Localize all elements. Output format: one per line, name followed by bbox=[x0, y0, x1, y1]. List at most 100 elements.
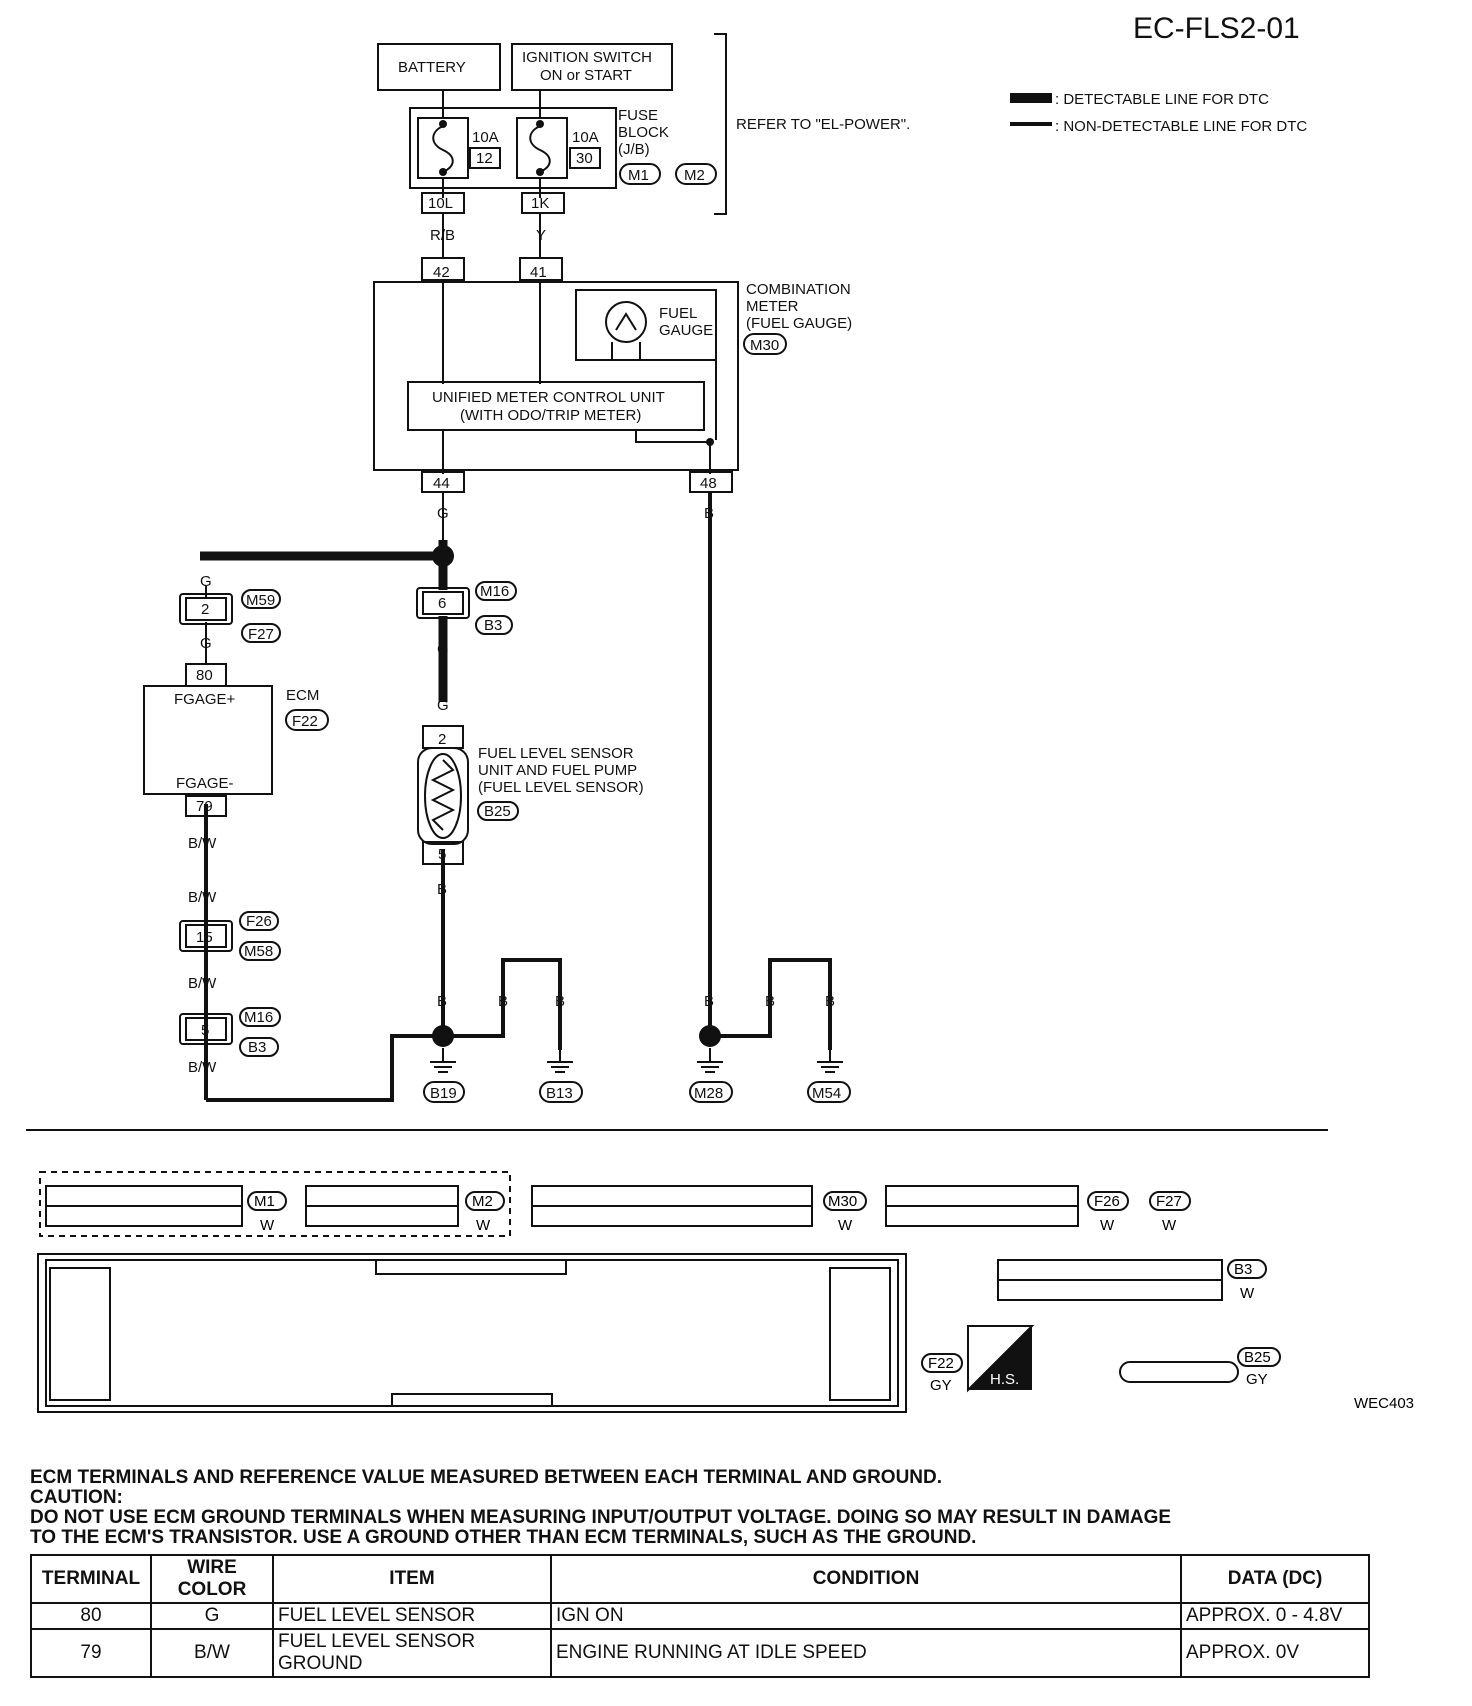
fuse1-amp: 10A bbox=[472, 129, 499, 146]
fuse1-num: 12 bbox=[476, 150, 493, 167]
term-10l: 10L bbox=[428, 195, 453, 212]
conn-f26: F26 bbox=[246, 913, 272, 930]
ground-m28: M28 bbox=[694, 1085, 723, 1102]
note-line-4: TO THE ECM'S TRANSISTOR. USE A GROUND OT… bbox=[30, 1527, 977, 1548]
cell-data: APPROX. 0 - 4.8V bbox=[1180, 1602, 1370, 1630]
pin-5-a: 5 bbox=[201, 1022, 209, 1039]
conn-b3-a: B3 bbox=[248, 1039, 266, 1056]
wire-b-7: B bbox=[765, 993, 775, 1010]
note-line-2: CAUTION: bbox=[30, 1487, 123, 1508]
conn-m16-a: M16 bbox=[244, 1009, 273, 1026]
wire-b-2: B bbox=[437, 881, 447, 898]
pin-6: 6 bbox=[438, 595, 446, 612]
conn-view-m1-color: W bbox=[260, 1217, 275, 1234]
fuse-block-label-2: BLOCK bbox=[618, 124, 669, 141]
conn-view-f26-color: W bbox=[1100, 1217, 1115, 1234]
conn-view-f26: F26 bbox=[1094, 1193, 1120, 1210]
header-data: DATA (DC) bbox=[1180, 1554, 1370, 1604]
fuse2-num: 30 bbox=[576, 150, 593, 167]
legend-non-detectable: : NON-DETECTABLE LINE FOR DTC bbox=[1055, 118, 1307, 135]
pin-2-a: 2 bbox=[201, 601, 209, 618]
conn-view-m30: M30 bbox=[828, 1193, 857, 1210]
wire-y: Y bbox=[536, 227, 546, 244]
conn-view-m2: M2 bbox=[472, 1193, 493, 1210]
fuse-conn-m1: M1 bbox=[628, 167, 649, 184]
conn-view-f22-color: GY bbox=[930, 1377, 952, 1394]
header-terminal: TERMINAL bbox=[30, 1554, 152, 1604]
pin-80: 80 bbox=[196, 667, 213, 684]
cell-wire: G bbox=[150, 1602, 274, 1630]
meter-conn-m30: M30 bbox=[750, 337, 779, 354]
header-item: ITEM bbox=[272, 1554, 552, 1604]
wire-b-4: B bbox=[498, 993, 508, 1010]
wire-bw-3: B/W bbox=[188, 975, 217, 992]
conn-view-b3-color: W bbox=[1240, 1285, 1255, 1302]
cell-data: APPROX. 0V bbox=[1180, 1628, 1370, 1678]
comb-label-3: (FUEL GAUGE) bbox=[746, 315, 852, 332]
combination-meter bbox=[373, 281, 739, 471]
pin-42: 42 bbox=[433, 264, 450, 281]
gauge-label-2: GAUGE bbox=[659, 322, 713, 339]
wire-g-1: G bbox=[437, 505, 449, 522]
conn-m16-b: M16 bbox=[480, 583, 509, 600]
ignition-label-2: ON or START bbox=[540, 67, 632, 84]
page-code: EC-FLS2-01 bbox=[1133, 12, 1300, 45]
wire-g-4: G bbox=[437, 641, 449, 658]
cell-item: FUEL LEVEL SENSOR bbox=[272, 1602, 552, 1630]
ecm-connector bbox=[37, 1253, 907, 1413]
m1-m2-group bbox=[39, 1171, 511, 1237]
conn-view-f27-color: W bbox=[1162, 1217, 1177, 1234]
wire-b-8: B bbox=[825, 993, 835, 1010]
unit-label-2: (WITH ODO/TRIP METER) bbox=[460, 407, 641, 424]
wire-g-3: G bbox=[200, 635, 212, 652]
wire-b-6: B bbox=[704, 993, 714, 1010]
ground-b13: B13 bbox=[546, 1085, 573, 1102]
cell-condition: IGN ON bbox=[550, 1602, 1182, 1630]
cell-item-line2: GROUND bbox=[278, 1653, 363, 1674]
conn-view-m2-color: W bbox=[476, 1217, 491, 1234]
ground-m54: M54 bbox=[812, 1085, 841, 1102]
conn-view-b25-color: GY bbox=[1246, 1371, 1268, 1388]
fuse-conn-m2: M2 bbox=[684, 167, 705, 184]
conn-view-m30-color: W bbox=[838, 1217, 853, 1234]
fuse-block bbox=[409, 107, 617, 189]
ignition-label-1: IGNITION SWITCH bbox=[522, 49, 652, 66]
wiring-diagram: EC-FLS2-01 : DETECTABLE LINE FOR DTC : N… bbox=[26, 12, 1328, 1131]
cell-condition: ENGINE RUNNING AT IDLE SPEED bbox=[550, 1628, 1182, 1678]
sensor-label-1: FUEL LEVEL SENSOR bbox=[478, 745, 634, 762]
conn-b25: B25 bbox=[484, 803, 511, 820]
pin-41: 41 bbox=[530, 264, 547, 281]
pin-48: 48 bbox=[700, 475, 717, 492]
table-row: 80 G FUEL LEVEL SENSOR IGN ON APPROX. 0 … bbox=[30, 1602, 1370, 1630]
cell-terminal: 80 bbox=[30, 1602, 152, 1630]
pin-79: 79 bbox=[196, 798, 213, 815]
conn-view-f27: F27 bbox=[1156, 1193, 1182, 1210]
ecm-box bbox=[143, 685, 273, 795]
battery-label: BATTERY bbox=[398, 59, 466, 76]
ignition-switch-box bbox=[511, 43, 673, 91]
gauge-label-1: FUEL bbox=[659, 305, 697, 322]
conn-f27: F27 bbox=[248, 626, 274, 643]
conn-view-b25: B25 bbox=[1244, 1349, 1271, 1366]
pin-15: 15 bbox=[196, 929, 213, 946]
conn-m59: M59 bbox=[246, 592, 275, 609]
conn-b3-b: B3 bbox=[484, 617, 502, 634]
wire-bw-4: B/W bbox=[188, 1059, 217, 1076]
battery-box bbox=[377, 43, 501, 91]
legend-detectable: : DETECTABLE LINE FOR DTC bbox=[1055, 91, 1269, 108]
cell-wire: B/W bbox=[150, 1628, 274, 1678]
legend: : DETECTABLE LINE FOR DTC : NON-DETECTAB… bbox=[1010, 91, 1307, 135]
wire-bw-1: B/W bbox=[188, 835, 217, 852]
note-line-1: ECM TERMINALS AND REFERENCE VALUE MEASUR… bbox=[30, 1467, 943, 1488]
pin-44: 44 bbox=[433, 475, 450, 492]
conn-f22: F22 bbox=[292, 713, 318, 730]
hs-label: H.S. bbox=[990, 1371, 1019, 1388]
refer-el-power: REFER TO "EL-POWER". bbox=[736, 116, 910, 133]
pin-2-b: 2 bbox=[438, 731, 446, 748]
sensor-label-3: (FUEL LEVEL SENSOR) bbox=[478, 779, 644, 796]
conn-view-f22: F22 bbox=[928, 1355, 954, 1372]
wire-g-5: G bbox=[437, 697, 449, 714]
cell-item-line1: FUEL LEVEL SENSOR bbox=[278, 1631, 476, 1652]
